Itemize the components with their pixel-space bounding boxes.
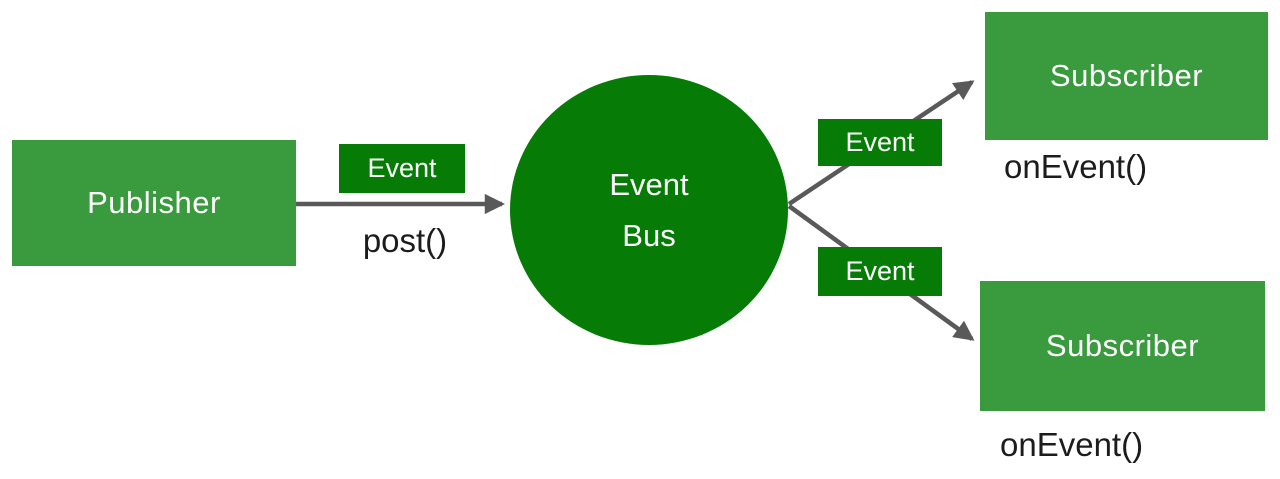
subscriber-bottom-label: Subscriber: [1045, 328, 1200, 363]
event-bus-node: Event Bus: [510, 75, 788, 345]
event-label-publish: Event: [339, 144, 465, 193]
subscriber-top-label: Subscriber: [1049, 58, 1204, 93]
event-bus-label-line1: Event: [609, 166, 689, 202]
event-label-bottom-text: Event: [845, 256, 915, 286]
event-label-publish-text: Event: [367, 153, 437, 183]
event-label-top: Event: [818, 119, 942, 166]
post-method-label: post(): [362, 222, 448, 259]
event-label-top-text: Event: [845, 127, 915, 157]
publisher-label: Publisher: [87, 185, 221, 220]
onevent-method-label-top: onEvent(): [1004, 148, 1148, 185]
subscriber-node-top: Subscriber: [985, 12, 1268, 140]
subscriber-node-bottom: Subscriber: [980, 281, 1265, 411]
event-bus-label-line2: Bus: [622, 218, 676, 253]
event-label-bottom: Event: [818, 247, 942, 296]
publisher-node: Publisher: [12, 140, 296, 266]
onevent-method-label-bottom: onEvent(): [1000, 426, 1144, 463]
